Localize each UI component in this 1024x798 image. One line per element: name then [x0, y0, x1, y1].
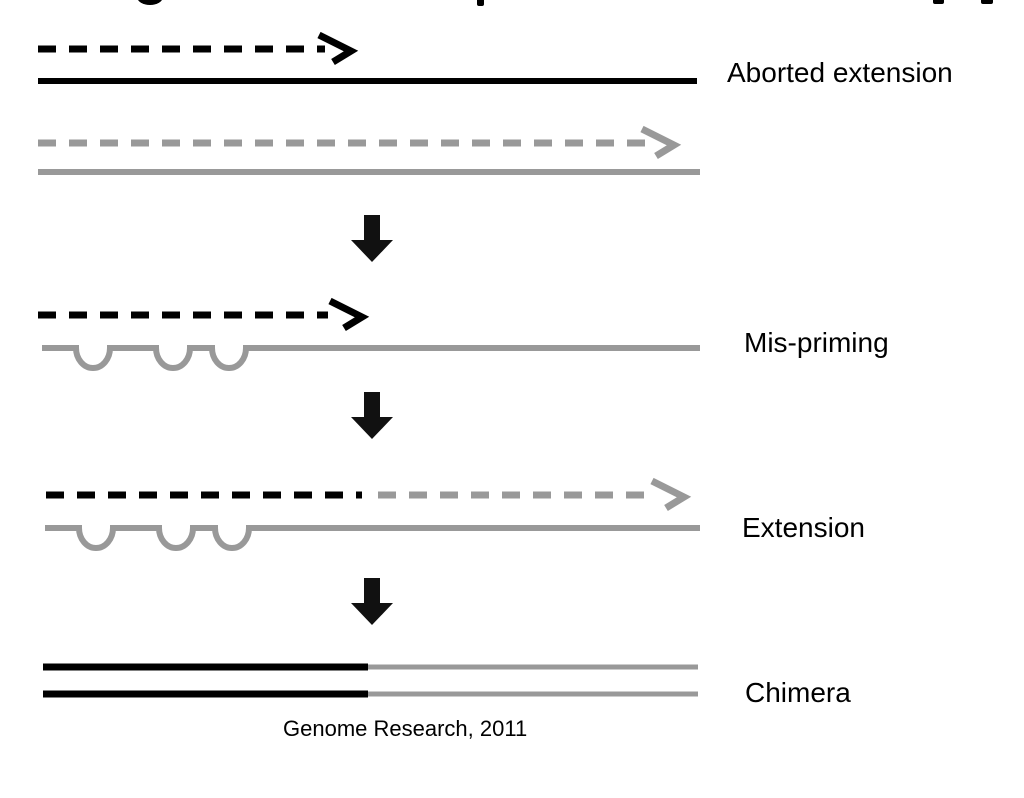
gray-template-with-mismatch-loops — [45, 525, 700, 551]
label-chimera: Chimera — [745, 677, 851, 708]
step-chimera-graphic — [43, 663, 698, 698]
cropped-title-fragment — [933, 0, 944, 4]
cropped-title-fragment — [137, 0, 163, 5]
label-extension: Extension — [742, 512, 865, 543]
cropped-title-fragment — [477, 0, 484, 6]
down-arrow-icon — [351, 215, 393, 262]
black-primer-arrowhead-icon — [317, 31, 359, 65]
source-caption: Genome Research, 2011 — [283, 716, 528, 741]
cropped-title-fragments — [137, 0, 993, 6]
label-mis-priming: Mis-priming — [744, 327, 889, 358]
step-mis-priming-graphic — [38, 297, 700, 371]
black-primer-arrowhead-icon — [328, 297, 370, 331]
down-arrow-icon — [351, 578, 393, 625]
step-extension-graphic — [45, 477, 700, 551]
gray-primer-arrowhead-icon — [640, 125, 682, 159]
label-aborted-extension: Aborted extension — [727, 57, 953, 88]
step-aborted-extension-graphic — [38, 31, 700, 175]
gray-primer-arrowhead-icon — [650, 477, 692, 511]
cropped-title-fragment — [981, 0, 993, 4]
down-arrow-icon — [351, 392, 393, 439]
gray-template-with-mismatch-loops — [42, 345, 700, 371]
